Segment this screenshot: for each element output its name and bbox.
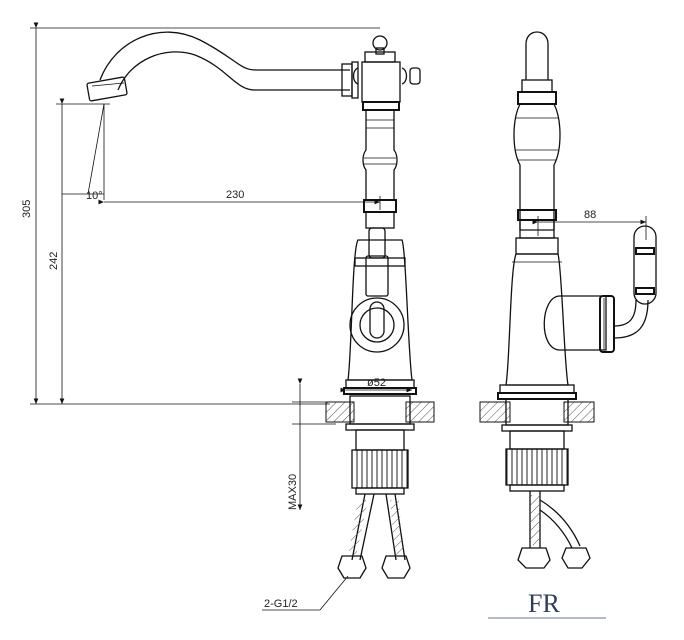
dim-reach: 230 (226, 189, 244, 201)
brand-logo: FR (488, 589, 606, 619)
logo-letters: FR (528, 589, 560, 618)
dim-angle: 10° (86, 190, 103, 202)
dim-max-thickness: MAX30 (287, 474, 299, 510)
dim-spout-height: 242 (48, 252, 60, 270)
dimension-lines (30, 22, 647, 611)
side-view (479, 31, 657, 569)
dim-connection: 2-G1/2 (264, 598, 298, 610)
dim-total-height: 305 (21, 200, 33, 218)
dim-handle-offset: 88 (584, 209, 596, 221)
dim-base-diameter: ø52 (367, 377, 386, 389)
front-view (86, 31, 435, 579)
